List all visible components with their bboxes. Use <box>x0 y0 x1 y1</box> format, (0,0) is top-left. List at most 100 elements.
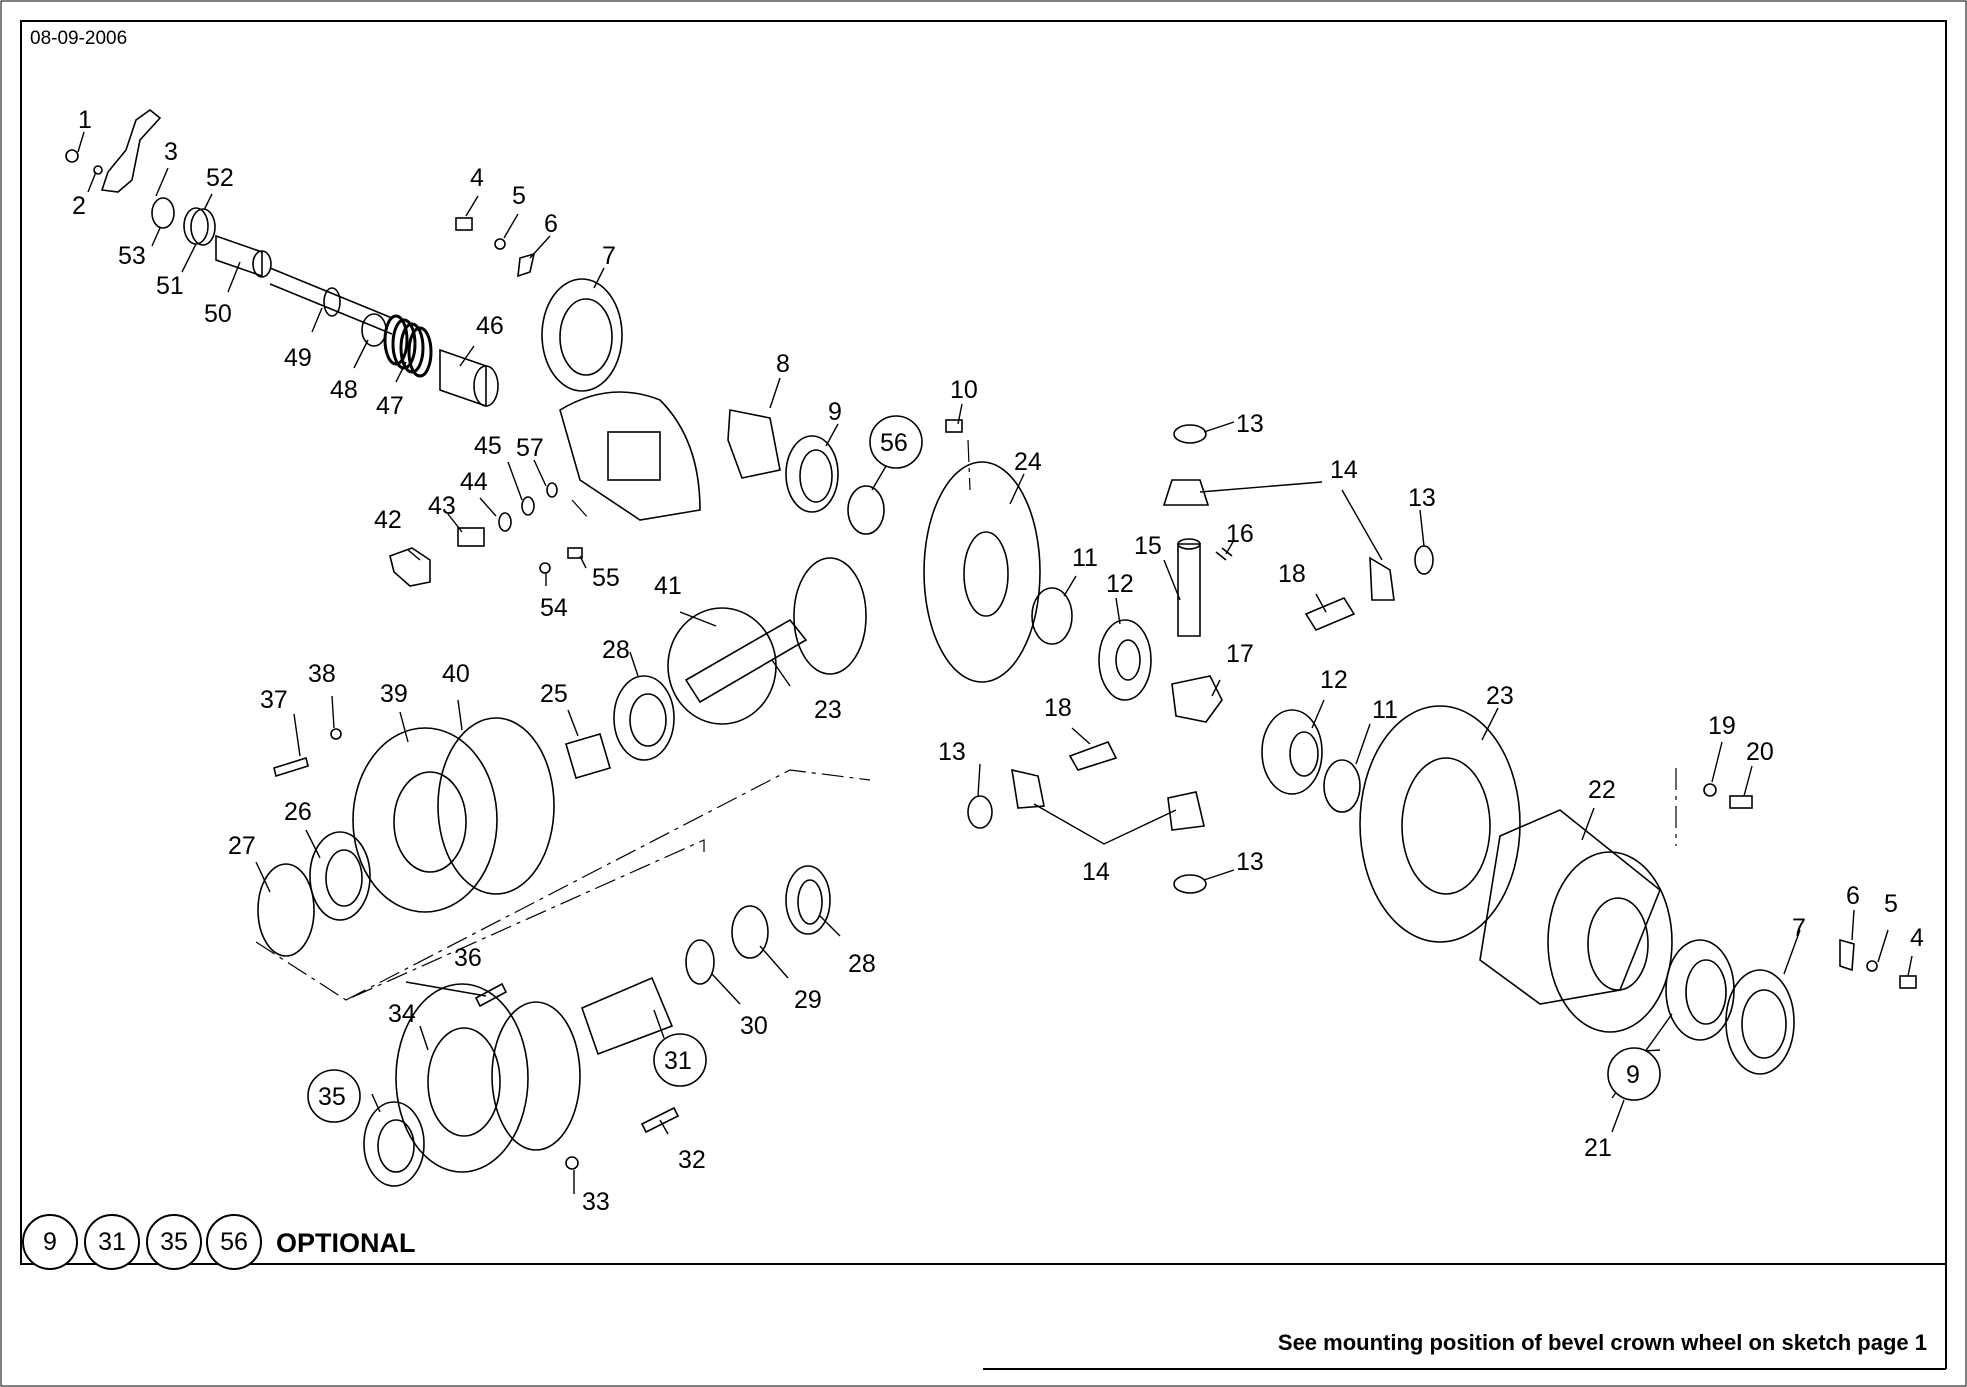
callout-label: 37 <box>260 686 288 714</box>
o-ring <box>257 863 315 957</box>
callout-label: 42 <box>374 506 402 534</box>
differential-pinion <box>1369 556 1395 601</box>
callout-label: 26 <box>284 798 312 826</box>
shaft-collar <box>323 287 341 317</box>
pin <box>1304 596 1356 632</box>
side-gear <box>1098 619 1152 701</box>
callout-label: 24 <box>1014 448 1042 476</box>
callout-label: 50 <box>204 300 232 328</box>
oil-seal-inner <box>325 849 363 907</box>
callout-label: 5 <box>512 182 526 210</box>
callout-label: 23 <box>1486 682 1514 710</box>
callout-label: 35 <box>318 1083 346 1111</box>
differential-case-hub <box>1587 897 1649 991</box>
callout-label: 9 <box>828 398 842 426</box>
callout-label: 40 <box>442 660 470 688</box>
bolt <box>474 982 508 1008</box>
callout-label: 28 <box>602 636 630 664</box>
callout-label: 3 <box>164 138 178 166</box>
callout-label: 57 <box>516 434 544 462</box>
splined-shaft <box>580 976 674 1056</box>
piston <box>439 348 487 408</box>
lock-plate <box>517 252 536 278</box>
callout-label: 14 <box>1330 456 1358 484</box>
callout-label: 2 <box>72 192 86 220</box>
bearing-inner <box>629 693 667 747</box>
drawing-frame <box>20 20 1947 1265</box>
callout-label: 51 <box>156 272 184 300</box>
callout-label: 13 <box>1236 410 1264 438</box>
bolt <box>1729 795 1753 809</box>
callout-label: 49 <box>284 344 312 372</box>
callout-label: 48 <box>330 376 358 404</box>
differential-pin <box>1177 543 1201 637</box>
callout-label: 31 <box>664 1047 692 1075</box>
pinion-gear <box>793 557 867 675</box>
o-ring <box>190 208 216 246</box>
assembly-lines <box>255 439 1677 1001</box>
washer <box>93 165 103 175</box>
optional-callout: 9 <box>22 1214 78 1270</box>
optional-callout: 31 <box>84 1214 140 1270</box>
callout-label: 7 <box>1792 914 1806 942</box>
o-ring <box>667 607 777 725</box>
callout-label: 23 <box>814 696 842 724</box>
bolt <box>273 756 309 778</box>
callout-label: 46 <box>476 312 504 340</box>
callout-label: 13 <box>938 738 966 766</box>
leader-lines <box>77 131 1913 1194</box>
pin <box>1068 741 1118 771</box>
circled-callouts: 56 31 35 9 <box>307 415 1661 1123</box>
roll-pin <box>1215 547 1233 561</box>
callout-label: 44 <box>460 468 488 496</box>
bearing <box>785 435 839 513</box>
thrust-washer <box>1323 759 1361 813</box>
housing-fragment <box>559 391 701 521</box>
bevel-crown-wheel <box>923 461 1041 683</box>
callout-label: 25 <box>540 680 568 708</box>
washer <box>330 728 342 740</box>
callout-label: 4 <box>470 164 484 192</box>
shim-ring <box>847 485 885 535</box>
callout-label: 4 <box>1910 924 1924 952</box>
callout-label: 41 <box>654 572 682 600</box>
callout-label: 36 <box>454 944 482 972</box>
bolt <box>1899 975 1917 989</box>
callout-label: 52 <box>206 164 234 192</box>
callout-label: 12 <box>1320 666 1348 694</box>
callout-label: 13 <box>1236 848 1264 876</box>
callout-label: 11 <box>1072 544 1098 572</box>
differential-case <box>1479 809 1661 1005</box>
bearing-inner <box>377 1119 415 1173</box>
optional-callout: 56 <box>206 1214 262 1270</box>
carrier-flange <box>352 727 498 913</box>
callout-label: 18 <box>1278 560 1306 588</box>
callout-label: 6 <box>1846 882 1860 910</box>
bevel-crown-wheel-bore <box>1401 757 1491 895</box>
washer <box>1703 783 1717 797</box>
wheel-hub-bore <box>427 1027 501 1137</box>
callout-label: 9 <box>1626 1061 1640 1089</box>
stud <box>640 1106 680 1134</box>
nut <box>65 149 79 163</box>
callout-label: 43 <box>428 492 456 520</box>
thrust-washer <box>1031 587 1073 645</box>
optional-label: OPTIONAL <box>276 1228 416 1258</box>
callout-label: 17 <box>1226 640 1254 668</box>
carrier-bore <box>393 771 467 873</box>
optional-callout: 35 <box>146 1214 202 1270</box>
ring-nut <box>685 939 715 985</box>
bearing <box>1665 939 1735 1041</box>
callout-label: 19 <box>1708 712 1736 740</box>
pinion-shaft <box>684 618 808 704</box>
seal-ring <box>521 496 535 516</box>
washer <box>494 238 506 250</box>
callout-label: 22 <box>1588 776 1616 804</box>
callout-label: 21 <box>1584 1134 1612 1162</box>
seal-ring <box>498 512 512 532</box>
wheel-hub-flange <box>395 983 529 1173</box>
bearing-race <box>731 905 769 959</box>
callout-label: 12 <box>1106 570 1134 598</box>
callout-label: 47 <box>376 392 404 420</box>
